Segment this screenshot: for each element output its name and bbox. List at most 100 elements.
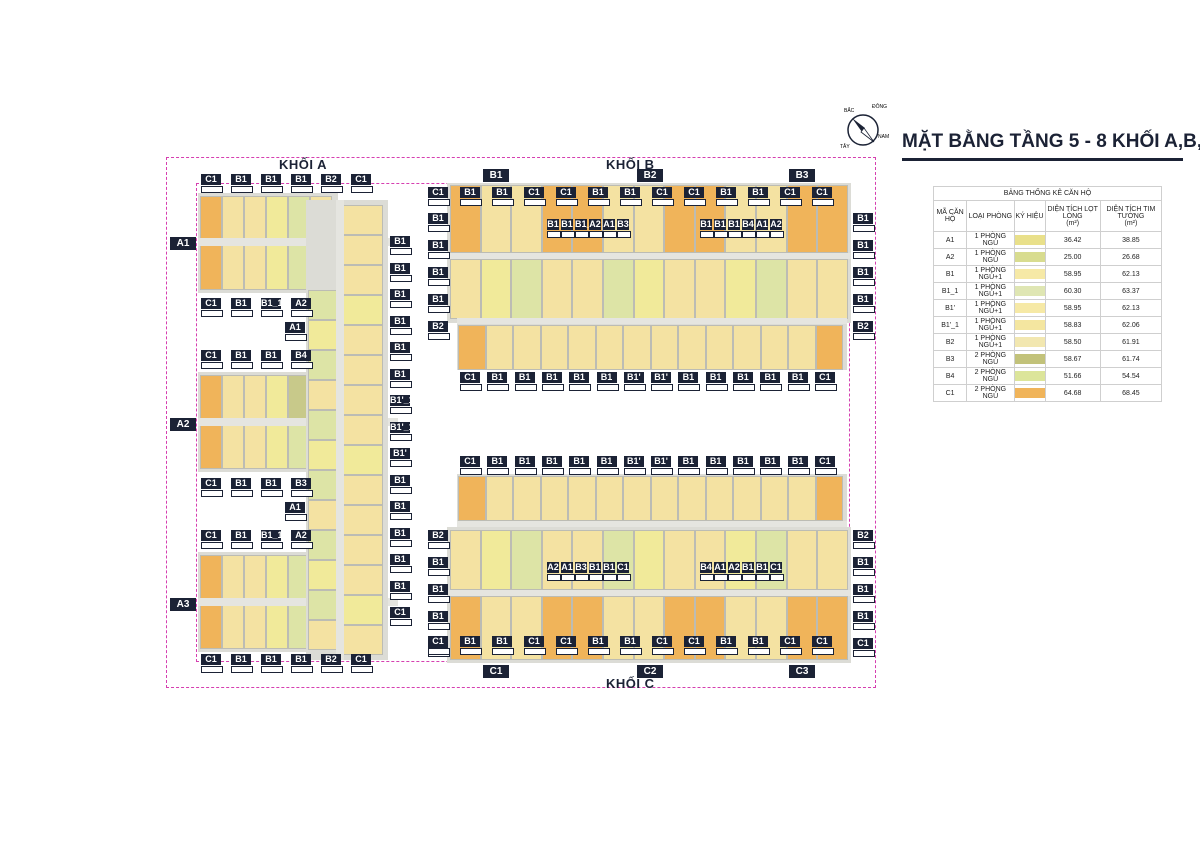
unit-tag: B1 bbox=[733, 456, 753, 467]
unit-tag: C1 bbox=[814, 372, 835, 383]
unit-tag: B1 bbox=[390, 580, 410, 592]
unit-tag: B1 bbox=[390, 554, 410, 565]
unit-code bbox=[814, 384, 837, 391]
unit-tag: B1 bbox=[588, 636, 608, 647]
unit-code bbox=[853, 623, 875, 630]
unit-code bbox=[620, 199, 642, 206]
unit-tag: B1 bbox=[733, 372, 753, 383]
apartment-unit bbox=[308, 380, 338, 410]
unit-code bbox=[812, 199, 834, 206]
unit-tag: B4 bbox=[291, 350, 311, 361]
unit-tag: B1' bbox=[623, 372, 644, 383]
unit-code bbox=[390, 486, 412, 494]
unit-tag: B1 bbox=[460, 636, 480, 647]
block-c-section-label: C2 bbox=[637, 665, 663, 678]
unit-code bbox=[748, 648, 770, 655]
apartment-unit bbox=[786, 530, 818, 590]
unit-code bbox=[748, 199, 770, 206]
unit-tag: A1 bbox=[285, 322, 305, 333]
cell-symbol bbox=[1013, 282, 1046, 300]
unit-tag: B1 bbox=[853, 584, 873, 595]
unit-code bbox=[428, 279, 450, 286]
unit-code bbox=[733, 384, 755, 391]
unit-code bbox=[291, 362, 313, 369]
color-swatch bbox=[1014, 371, 1045, 381]
unit-code bbox=[460, 384, 482, 391]
unit-code bbox=[596, 384, 619, 391]
unit-tag: B1 bbox=[561, 219, 573, 230]
cell-code: B3 bbox=[932, 350, 968, 368]
apartment-unit bbox=[513, 476, 541, 521]
unit-code bbox=[261, 490, 283, 497]
unit-tag: B1 bbox=[428, 240, 448, 251]
unit-code bbox=[575, 231, 589, 238]
unit-code bbox=[760, 384, 783, 391]
unit-code bbox=[428, 596, 450, 603]
apartment-unit bbox=[222, 555, 244, 601]
corridor bbox=[198, 598, 398, 606]
unit-tag: B1 bbox=[231, 478, 251, 489]
apartment-unit bbox=[343, 565, 383, 595]
apartment-unit bbox=[343, 625, 383, 655]
unit-tag: B2 bbox=[321, 654, 341, 665]
apartment-unit bbox=[200, 555, 222, 601]
unit-tag: B1'_1 bbox=[390, 395, 414, 406]
cell-symbol bbox=[1013, 316, 1046, 334]
unit-tag: B2 bbox=[428, 321, 448, 332]
unit-tag: B1_1 bbox=[261, 530, 283, 541]
apartment-unit bbox=[694, 530, 726, 590]
color-swatch bbox=[1014, 320, 1045, 330]
unit-code bbox=[492, 648, 514, 655]
compass: BẮC ĐÔNG NAM TÂY bbox=[838, 104, 892, 154]
unit-code bbox=[524, 199, 546, 206]
unit-tag: C1 bbox=[652, 187, 672, 198]
unit-code bbox=[623, 384, 646, 391]
unit-tag: C1 bbox=[684, 636, 704, 647]
unit-code bbox=[617, 574, 631, 581]
unit-code bbox=[460, 199, 482, 206]
unit-code bbox=[575, 574, 589, 581]
unit-tag: B1_1 bbox=[261, 298, 283, 309]
apartment-unit bbox=[343, 445, 383, 475]
unit-tag: B1 bbox=[678, 456, 699, 467]
color-swatch bbox=[1014, 354, 1045, 364]
unit-tag: A1 bbox=[561, 562, 573, 573]
unit-tag: C1 bbox=[812, 187, 832, 198]
unit-code bbox=[492, 199, 514, 206]
block-b-section-label: B2 bbox=[637, 169, 663, 182]
unit-code bbox=[853, 306, 875, 313]
apartment-unit bbox=[308, 590, 338, 620]
unit-code bbox=[569, 468, 592, 475]
title-underline bbox=[902, 158, 1183, 161]
unit-tag: A2 bbox=[291, 298, 311, 309]
cell-gross: 38.85 bbox=[1099, 231, 1163, 249]
unit-code bbox=[291, 666, 313, 673]
unit-tag: B1_1 bbox=[575, 219, 597, 230]
color-swatch bbox=[1014, 286, 1045, 296]
unit-tag: C1 bbox=[780, 187, 800, 198]
unit-code bbox=[390, 592, 412, 600]
apartment-unit bbox=[222, 423, 244, 469]
apartment-unit bbox=[343, 355, 383, 385]
unit-code bbox=[460, 468, 482, 475]
unit-tag: B1 bbox=[390, 474, 410, 486]
compass-rose-icon bbox=[847, 114, 879, 146]
unit-tag: B1 bbox=[231, 654, 251, 665]
corridor bbox=[447, 253, 851, 259]
unit-tag: B1 bbox=[596, 372, 617, 383]
unit-code bbox=[652, 648, 674, 655]
unit-code bbox=[428, 333, 450, 340]
apartment-unit bbox=[222, 196, 244, 242]
apartment-unit bbox=[244, 244, 266, 290]
compass-west: TÂY bbox=[840, 144, 850, 150]
apartment-unit bbox=[572, 259, 603, 319]
apartment-unit bbox=[266, 196, 288, 242]
unit-code bbox=[231, 362, 253, 369]
unit-tag: C1 bbox=[390, 607, 410, 618]
apartment-unit bbox=[266, 555, 288, 601]
color-swatch bbox=[1014, 252, 1045, 262]
unit-tag: B1 bbox=[728, 219, 740, 230]
apartment-unit bbox=[760, 476, 788, 521]
unit-code bbox=[390, 460, 412, 467]
